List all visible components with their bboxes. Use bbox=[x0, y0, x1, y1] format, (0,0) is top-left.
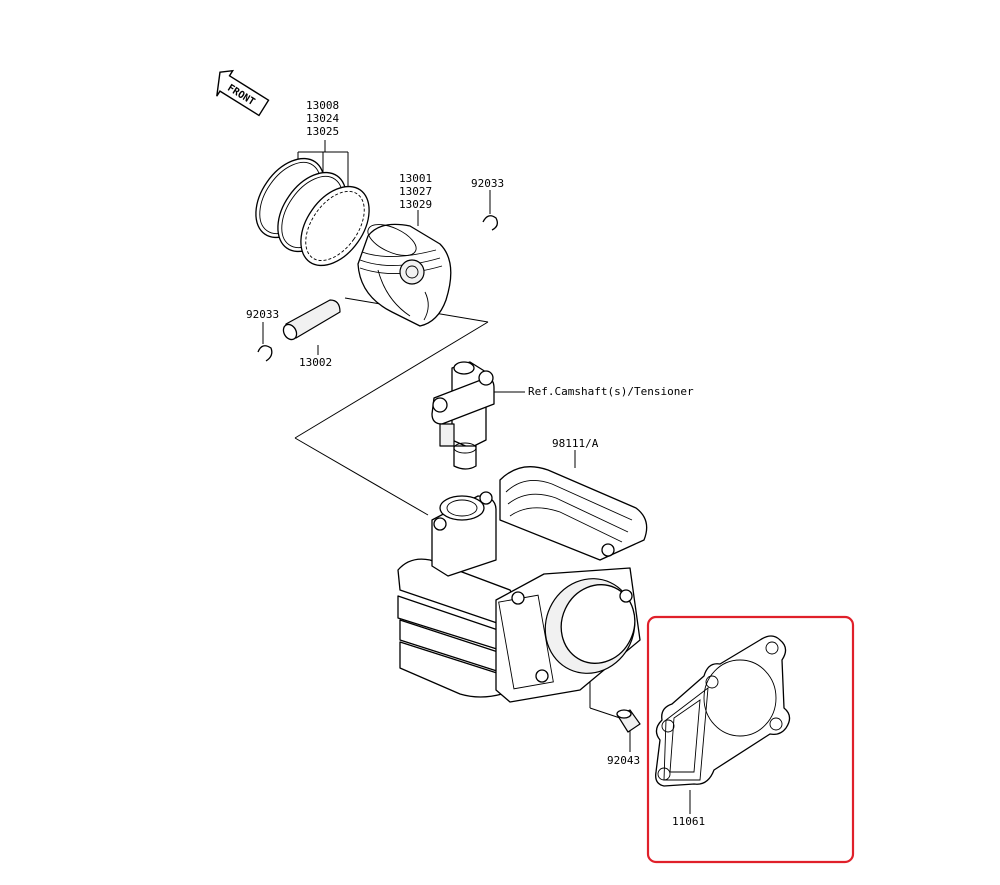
piston-pin bbox=[282, 299, 341, 341]
label-cylinder: 98111/A bbox=[552, 437, 599, 450]
dowel-pin bbox=[616, 709, 641, 733]
cam-chain-tensioner bbox=[431, 361, 495, 470]
gasket-highlight-box bbox=[646, 615, 855, 864]
piston-ring-oil bbox=[300, 185, 370, 267]
label-piston-pin: 13002 bbox=[299, 356, 333, 369]
label-tensioner-ref: Ref.Camshaft(s)/Tensioner bbox=[528, 385, 694, 398]
cylinder-base-gasket bbox=[655, 635, 791, 787]
label-piston-2: 13027 bbox=[399, 185, 433, 198]
front-arrow: FRONT bbox=[216, 69, 270, 117]
leader-lines bbox=[262, 140, 691, 814]
label-piston-rings: 13008 13024 13025 bbox=[306, 99, 339, 138]
piston-pin-clip-left bbox=[257, 345, 273, 362]
cylinder-block bbox=[397, 466, 648, 703]
label-piston-3: 13029 bbox=[399, 198, 433, 211]
piston bbox=[357, 223, 452, 327]
label-gasket: 11061 bbox=[672, 815, 706, 828]
piston-pin-clip-right bbox=[482, 215, 498, 231]
label-clip-left: 92033 bbox=[246, 308, 280, 321]
label-ring-1: 13008 bbox=[306, 99, 340, 112]
label-piston-1: 13001 bbox=[399, 172, 433, 185]
piston-rings-group bbox=[255, 157, 370, 267]
label-piston: 13001 13027 13029 bbox=[399, 172, 432, 211]
label-ring-3: 13025 bbox=[306, 125, 340, 138]
label-dowel: 92043 bbox=[607, 754, 641, 767]
label-ring-2: 13024 bbox=[306, 112, 340, 125]
label-clip-right: 92033 bbox=[471, 177, 505, 190]
